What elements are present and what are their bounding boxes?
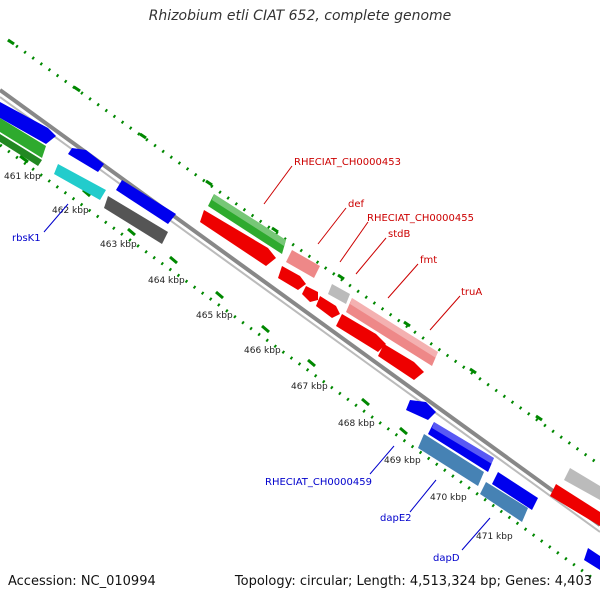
gene-pink-def[interactable] [286,250,320,278]
label-dape2[interactable]: dapE2 [380,513,412,524]
gene-green-topleft-2[interactable] [0,134,42,166]
gene-pink-fmt-trua[interactable] [346,298,438,366]
outer-tick-track [7,38,600,467]
label-rheciat-ch0000453[interactable]: RHECIAT_CH0000453 [294,157,401,168]
gene-darkgray-463[interactable] [104,196,168,244]
kbp-label-464: 464 kbp [148,276,185,286]
backbone-inner [0,96,600,533]
forward-leaders [263,165,461,331]
label-stdb[interactable]: stdB [388,229,410,240]
gene-blue-470[interactable] [492,472,538,510]
gene-blue-462[interactable] [116,180,176,224]
label-trua[interactable]: truA [461,287,482,298]
outer-major-ticks [7,38,543,422]
gene-steelblue-dapd[interactable] [480,482,528,522]
gene-steelblue-dape2[interactable] [418,434,484,486]
genome-summary-text: Topology: circular; Length: 4,513,324 bp… [234,574,592,589]
label-rheciat-ch0000455[interactable]: RHECIAT_CH0000455 [367,213,474,224]
reverse-leaders [43,203,491,551]
kbp-label-462: 462 kbp [52,206,89,216]
gene-blue-461[interactable] [68,148,104,172]
gene-red-lower-long-2[interactable] [378,344,424,380]
gene-blue-468[interactable] [406,400,436,420]
gene-red-def-lower[interactable] [278,266,306,290]
inner-tick-track [0,143,596,582]
gene-green-rheciat-ch0000453[interactable] [208,194,286,254]
kbp-label-463: 463 kbp [100,240,137,250]
label-fmt[interactable]: fmt [420,255,437,266]
label-def[interactable]: def [348,199,365,210]
gene-blue-469[interactable] [428,422,494,472]
gene-red-right[interactable] [550,484,600,526]
kbp-label-468: 468 kbp [338,419,375,429]
label-rbsk1[interactable]: rbsK1 [12,233,41,244]
map-title: Rhizobium etli CIAT 652, complete genome [148,8,452,24]
kbp-label-467: 467 kbp [291,382,328,392]
kbp-label-461: 461 kbp [4,172,41,182]
gene-gray-right[interactable] [564,468,600,500]
kbp-label-469: 469 kbp [384,456,421,466]
gene-red-small-1[interactable] [302,286,318,302]
gene-gloss [212,194,494,464]
gene-green-topleft[interactable] [0,118,46,158]
label-dapd[interactable]: dapD [433,553,460,564]
gene-gray-rheciat-ch0000455[interactable] [328,284,350,304]
gene-blue-right[interactable] [584,548,600,570]
gene-red-small-2[interactable] [316,296,340,318]
kbp-label-466: 466 kbp [244,346,281,356]
accession-text: Accession: NC_010994 [8,574,156,589]
gene-blue-topleft[interactable] [0,102,56,144]
kbp-label-465: 465 kbp [196,311,233,321]
gene-red-453-lower[interactable] [200,210,276,266]
gene-red-lower-long[interactable] [336,314,386,352]
label-rheciat-ch0000459[interactable]: RHECIAT_CH0000459 [265,477,372,488]
gene-track [0,102,600,570]
kbp-label-470: 470 kbp [430,493,467,503]
kbp-label-471: 471 kbp [476,532,513,542]
gene-cyan-rbsk1[interactable] [54,164,106,200]
